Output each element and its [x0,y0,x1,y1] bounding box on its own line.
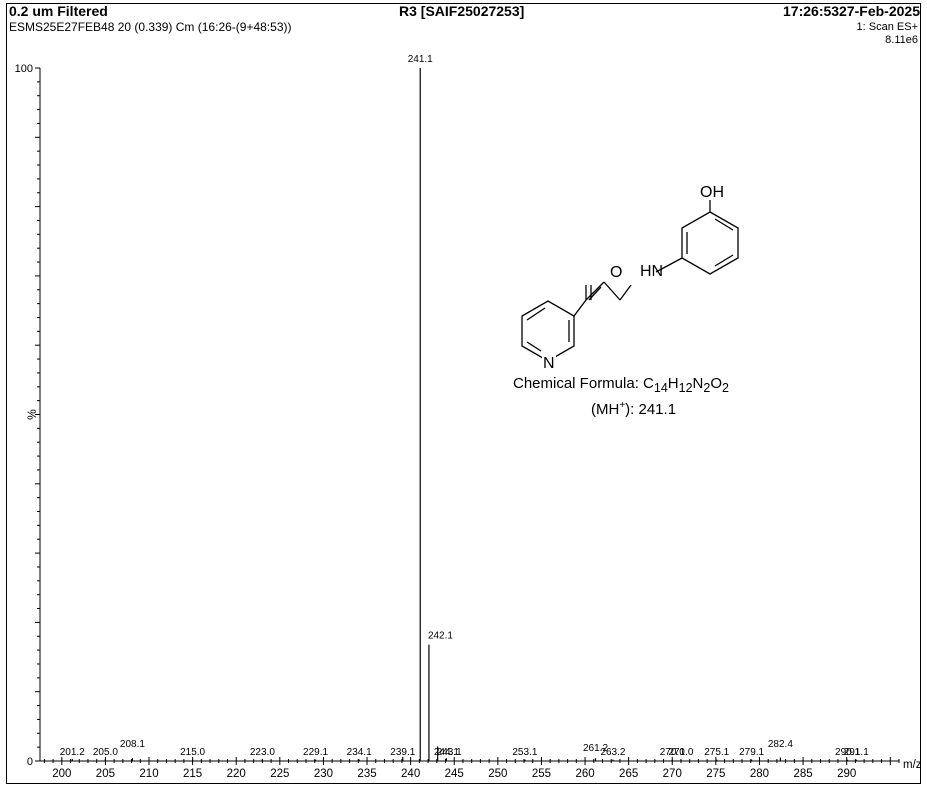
scan-mode: 1: Scan ES+ [856,21,918,33]
x-tick-label: 220 [227,768,246,780]
y-tick-label: 100 [15,63,33,75]
mh-prefix: (MH [591,401,620,418]
peak-label: 261.2 [583,743,608,754]
y-tick-label: 0 [27,756,33,768]
sample-line: ESMS25E27FEB48 20 (0.339) Cm (16:26-(9+4… [9,20,292,34]
peak-label: 253.1 [512,747,537,758]
title-right: 17:26:5327-Feb-2025 [783,3,920,19]
peak-label: 208.1 [120,739,145,750]
chemical-structure [521,200,739,362]
x-tick-label: 285 [793,768,812,780]
peak-label: 242.1 [428,631,453,642]
x-tick-label: 275 [706,768,725,780]
peak-label: 239.1 [390,747,415,758]
peak-label: 290.1 [835,747,860,758]
chemical-formula: Chemical Formula: C14H12N2O2 [513,375,729,395]
atom-o: O [610,264,623,281]
peak-label: 201.2 [60,747,85,758]
peak-label: 271.0 [668,747,693,758]
peak-label: 234.1 [347,747,372,758]
mh-suffix: ): 241.1 [625,401,677,418]
formula-n: N [692,375,704,392]
peak-label: 282.4 [768,739,793,750]
x-tick-label: 260 [575,768,594,780]
peak-label: 244.1 [434,747,459,758]
atom-n: N [542,355,556,373]
x-tick-label: 255 [532,768,551,780]
formula-c: C [643,375,654,392]
x-tick-label: 210 [139,768,158,780]
peak-label: 263.2 [600,747,625,758]
formula-c-count: 14 [653,381,668,395]
x-tick-label: 240 [401,768,420,780]
x-tick-label: 200 [52,768,71,780]
formula-h-count: 12 [678,381,693,395]
x-tick-label: 225 [270,768,289,780]
peak-label: 215.0 [180,747,205,758]
formula-prefix: Chemical Formula: [513,375,644,392]
x-tick-label: 290 [837,768,856,780]
title-left: 0.2 um Filtered [9,3,108,19]
peak-label: 291.1 [844,747,869,758]
formula-n-count: 2 [703,381,711,395]
formula-h: H [667,375,679,392]
peak-label: 270.0 [660,747,685,758]
peak-label: 241.1 [408,54,433,65]
x-tick-label: 235 [357,768,376,780]
peak-label: 275.1 [704,747,729,758]
formula-o-count: 2 [722,381,729,395]
peak-label: 229.1 [303,747,328,758]
mh-sup: + [619,400,626,411]
x-tick-label: 250 [488,768,507,780]
pyridine-ring [521,300,575,362]
intensity-label: 8.11e6 [885,34,918,46]
x-tick-label: 215 [183,768,202,780]
peak-label: 243.1 [437,747,462,758]
atom-hn: HN [640,263,664,280]
atom-oh: OH [700,184,724,201]
x-tick-label: 270 [663,768,682,780]
peak-label: 223.0 [250,747,275,758]
x-tick-label: 245 [445,768,464,780]
spectrum-frame [6,3,921,784]
x-tick-label: 280 [750,768,769,780]
peak-label: 205.0 [93,747,118,758]
x-tick-label: 265 [619,768,638,780]
y-axis-label: % [25,409,39,420]
mh-value: (MH+): 241.1 [591,400,676,418]
peak-label: 279.1 [739,747,764,758]
x-axis-label: m/z [903,759,922,771]
x-tick-label: 230 [314,768,333,780]
phenol-ring [681,211,739,275]
nh-bond [655,257,683,273]
x-tick-label: 205 [96,768,115,780]
title-center: R3 [SAIF25027253] [399,3,525,19]
formula-o: O [710,375,723,392]
